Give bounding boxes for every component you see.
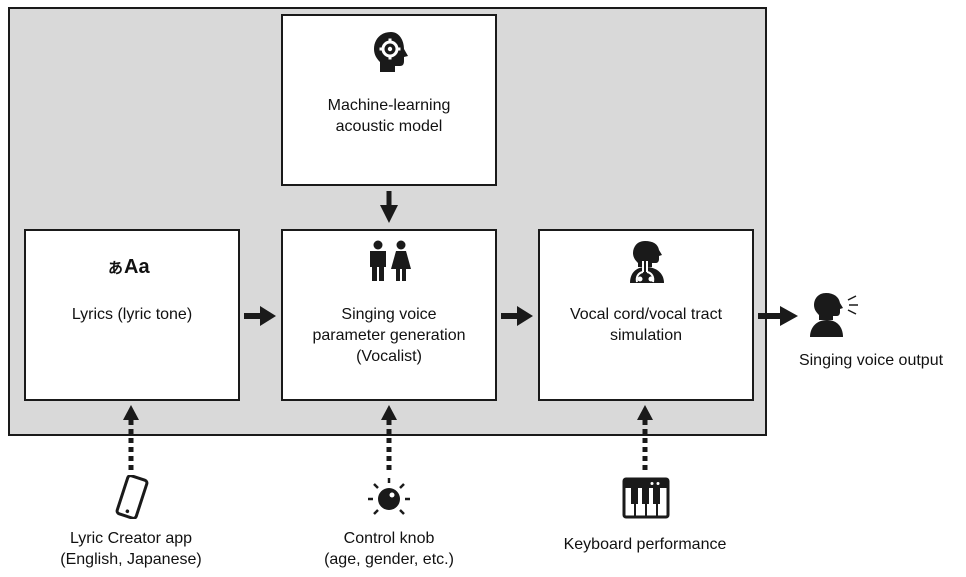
- model-label-line1: Machine-learning: [327, 97, 451, 114]
- male-female-icon: [370, 240, 411, 281]
- lyrics-box: あ Aa Lyrics (lyric tone): [24, 229, 240, 401]
- vocal-tract-label-line1: Vocal cord/vocal tract: [569, 306, 723, 323]
- vocal-anatomy-icon: [630, 241, 664, 283]
- app-label-line2: (English, Japanese): [60, 551, 202, 568]
- smartphone-icon: [115, 475, 149, 519]
- text-glyphs-icon: あ Aa: [108, 255, 168, 281]
- acoustic-model-box: Machine-learning acoustic model: [281, 14, 497, 186]
- lyrics-label: Lyrics (lyric tone): [71, 306, 193, 323]
- arrow-tract-to-output: [758, 306, 798, 326]
- keyboard-label: Keyboard performance: [563, 536, 727, 553]
- brain-gear-icon: [374, 32, 408, 72]
- vocalist-box: Singing voice parameter generation (Voca…: [281, 229, 497, 401]
- latin-glyph: Aa: [124, 256, 150, 278]
- vocal-tract-label-line2: simulation: [609, 327, 683, 344]
- model-label-line2: acoustic model: [335, 118, 443, 135]
- speaking-person-icon: [810, 293, 858, 337]
- control-knob-icon: [368, 478, 410, 515]
- knob-label-line2: (age, gender, etc.): [324, 551, 454, 568]
- dashed-arrow-app: [123, 405, 139, 470]
- vocalist-label-line3: (Vocalist): [356, 348, 422, 365]
- arrow-lyrics-to-vocalist: [244, 306, 276, 326]
- vocal-tract-box: Vocal cord/vocal tract simulation: [538, 229, 754, 401]
- output-label: Singing voice output: [798, 352, 944, 369]
- app-label-line1: Lyric Creator app: [69, 530, 193, 547]
- vocalist-label-line1: Singing voice: [341, 306, 437, 323]
- dashed-arrow-keyboard: [637, 405, 653, 470]
- kana-glyph: あ: [108, 260, 124, 277]
- arrow-vocalist-to-tract: [501, 306, 533, 326]
- arrow-model-to-vocalist: [380, 191, 398, 223]
- vocalist-label-line2: parameter generation: [312, 327, 466, 344]
- dashed-arrow-knob: [381, 405, 397, 470]
- keyboard-icon: [622, 477, 670, 519]
- knob-label-line1: Control knob: [343, 530, 435, 547]
